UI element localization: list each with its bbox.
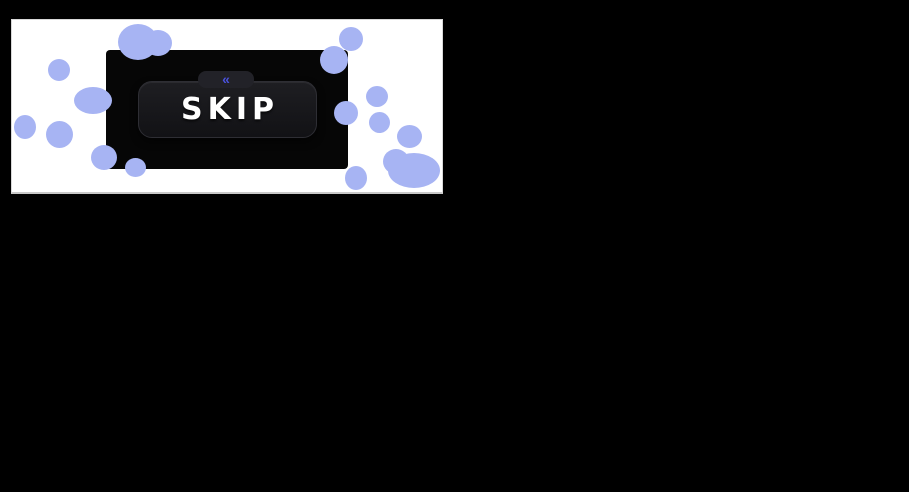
- paint-blob: [345, 166, 367, 190]
- paint-blob: [366, 86, 388, 107]
- paint-blob: [339, 27, 363, 51]
- paint-blob: [388, 153, 440, 188]
- skip-button-label: SKIP: [180, 91, 279, 127]
- paint-blob: [369, 112, 390, 133]
- skip-button[interactable]: SKIP: [138, 81, 317, 138]
- paint-blob: [397, 125, 422, 148]
- ad-panel: « SKIP: [11, 19, 443, 194]
- collapse-ad-button[interactable]: «: [198, 71, 254, 88]
- paint-blob: [383, 149, 409, 174]
- ad-dark-container: « SKIP: [106, 50, 348, 169]
- paint-blob: [48, 59, 70, 81]
- paint-blob: [14, 115, 36, 139]
- double-chevron-left-icon: «: [222, 70, 230, 87]
- paint-blob: [46, 121, 73, 148]
